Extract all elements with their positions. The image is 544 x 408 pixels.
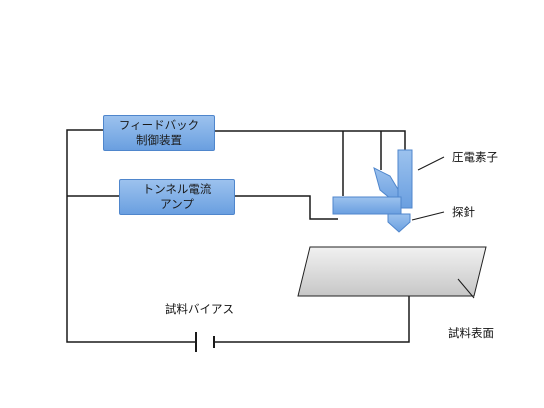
piezo-horizontal bbox=[332, 196, 402, 215]
feedback-to-piezo-wire bbox=[214, 130, 406, 150]
sample-bias-label: 試料バイアス bbox=[165, 302, 234, 316]
circuit-wires bbox=[66, 129, 410, 352]
probe-leader bbox=[411, 211, 445, 221]
piezo-vertical bbox=[397, 149, 413, 209]
probe-tip-icon bbox=[387, 213, 411, 233]
sample-surface-label: 試料表面 bbox=[448, 326, 494, 340]
tunnel-current-amp-box: トンネル電流 アンプ bbox=[119, 179, 235, 215]
piezo-label: 圧電素子 bbox=[452, 150, 498, 164]
left-rail-wire bbox=[66, 129, 196, 343]
probe-label: 探針 bbox=[452, 205, 475, 219]
feedback-controller-box: フィードバック 制御装置 bbox=[103, 115, 215, 151]
sample-plate bbox=[297, 246, 487, 297]
sample-to-battery-wire bbox=[214, 290, 410, 343]
leader-lines bbox=[411, 156, 475, 299]
piezo-leader bbox=[417, 156, 445, 171]
piezo-assembly bbox=[332, 149, 413, 233]
sample-leader bbox=[457, 278, 475, 299]
amp-to-probe-wire bbox=[233, 195, 338, 220]
